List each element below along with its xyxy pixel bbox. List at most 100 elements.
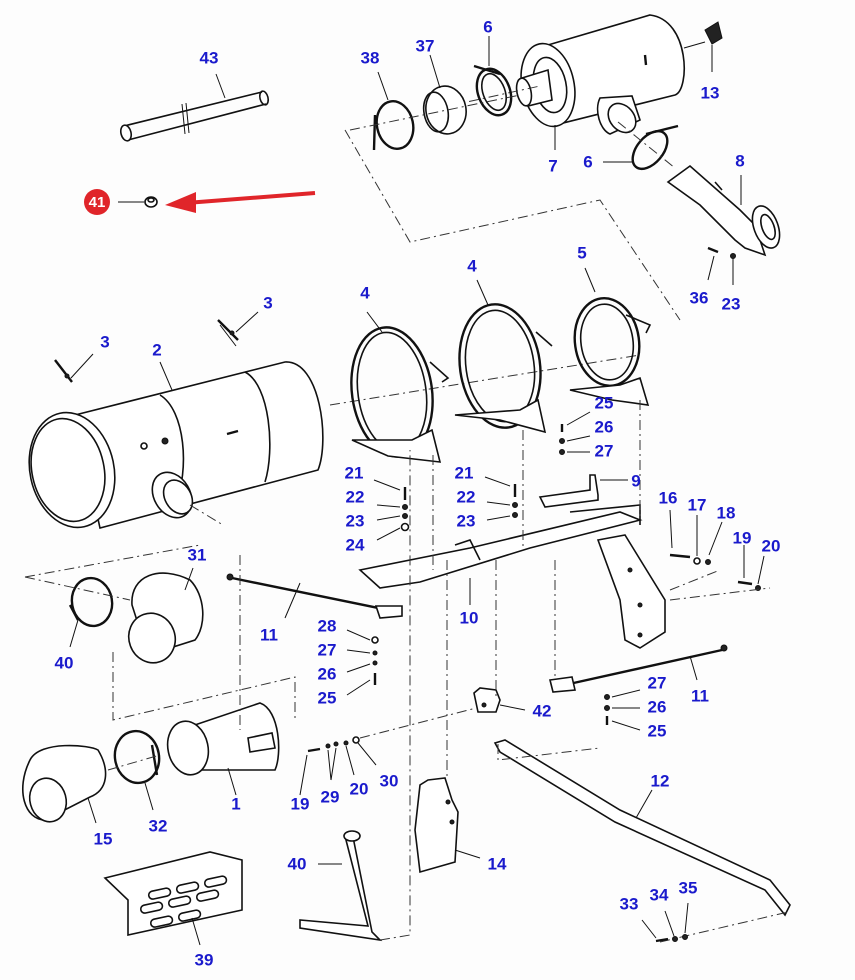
callout-3-right[interactable]: 3	[263, 293, 273, 313]
callout-25-lower[interactable]: 25	[647, 721, 667, 741]
part-36-bolt-23-nut	[707, 246, 736, 285]
part-2-muffler	[28, 324, 641, 529]
callout-42[interactable]: 42	[532, 701, 552, 721]
callout-40-pipe[interactable]: 40	[287, 854, 307, 874]
part-14-bracket	[414, 777, 481, 874]
callout-28[interactable]: 28	[317, 616, 337, 636]
callout-3-left[interactable]: 3	[100, 332, 110, 352]
callout-4-middle[interactable]: 4	[467, 256, 477, 276]
callout-21-middle[interactable]: 21	[454, 463, 474, 483]
part-6-clamp-lower	[603, 121, 679, 171]
callout-40-clamp[interactable]: 40	[54, 653, 74, 673]
callout-27-middle[interactable]: 27	[317, 640, 337, 660]
callout-18[interactable]: 18	[716, 503, 736, 523]
callout-6-upper[interactable]: 6	[483, 17, 493, 37]
hardware-stack-25-28	[346, 629, 379, 696]
part-7-air-cleaner	[429, 14, 685, 150]
callout-37[interactable]: 37	[415, 36, 435, 56]
callout-23-middle[interactable]: 23	[456, 511, 476, 531]
callout-26-upper[interactable]: 26	[594, 417, 614, 437]
callout-8[interactable]: 8	[735, 151, 745, 171]
callout-11-right[interactable]: 11	[691, 686, 709, 706]
callout-38[interactable]: 38	[360, 48, 380, 68]
hardware-stack-25-27	[559, 411, 591, 455]
callout-17[interactable]: 17	[687, 495, 707, 515]
callout-41-highlighted[interactable]: 41	[84, 189, 110, 215]
callout-16[interactable]: 16	[658, 488, 678, 508]
callout-10[interactable]: 10	[459, 608, 479, 628]
callout-24[interactable]: 24	[345, 535, 365, 555]
part-11-rod-left	[226, 573, 403, 619]
callout-12[interactable]: 12	[650, 771, 670, 791]
callout-20-lower[interactable]: 20	[349, 779, 369, 799]
callout-27-lower[interactable]: 27	[647, 673, 667, 693]
part-43-pipe	[119, 73, 270, 142]
highlight-arrow	[165, 191, 316, 213]
part-12-stay	[493, 739, 791, 943]
callout-43[interactable]: 43	[199, 48, 219, 68]
fasteners-19-30	[299, 736, 377, 796]
callout-20-right[interactable]: 20	[761, 536, 781, 556]
hardware-stack-left	[373, 479, 410, 541]
callout-19-right[interactable]: 19	[732, 528, 752, 548]
callout-32[interactable]: 32	[148, 816, 168, 836]
assembly-dashlines-vertical	[239, 400, 641, 780]
part-40-bend-pipe	[299, 450, 411, 942]
callout-35[interactable]: 35	[678, 878, 698, 898]
callout-25-middle[interactable]: 25	[317, 688, 337, 708]
fasteners-16-20	[669, 509, 771, 601]
callout-19-lower[interactable]: 19	[290, 794, 310, 814]
callout-9[interactable]: 9	[631, 471, 641, 491]
callout-25-upper[interactable]: 25	[594, 393, 614, 413]
part-10-frame	[358, 504, 643, 605]
callout-21-left[interactable]: 21	[344, 463, 364, 483]
callout-2[interactable]: 2	[152, 340, 162, 360]
callout-15[interactable]: 15	[93, 829, 113, 849]
part-3-sensor-left	[54, 353, 94, 383]
callout-14[interactable]: 14	[487, 854, 507, 874]
part-13-valve	[683, 21, 723, 72]
callout-1[interactable]: 1	[231, 794, 241, 814]
part-9-bracket	[538, 474, 628, 508]
part-42-block	[359, 687, 526, 739]
part-3-sensor-right	[217, 311, 259, 341]
part-6-clamp-upper	[473, 36, 513, 117]
part-15-elbow	[22, 744, 161, 824]
callout-30[interactable]: 30	[379, 771, 399, 791]
callout-23-elbow[interactable]: 23	[721, 294, 741, 314]
callout-39[interactable]: 39	[194, 950, 214, 970]
callout-27-upper[interactable]: 27	[594, 441, 614, 461]
hardware-stack-25-27-lower	[604, 689, 641, 731]
callout-22-middle[interactable]: 22	[456, 487, 476, 507]
callout-5[interactable]: 5	[577, 243, 587, 263]
support-plate	[596, 534, 666, 649]
callout-7[interactable]: 7	[548, 156, 558, 176]
callout-22-left[interactable]: 22	[345, 487, 365, 507]
part-39-heat-shield	[103, 851, 243, 946]
callout-6-lower[interactable]: 6	[583, 152, 593, 172]
part-38-clamp	[349, 71, 521, 151]
part-40-clamp-upper	[24, 544, 201, 648]
callout-33[interactable]: 33	[619, 894, 639, 914]
callout-34[interactable]: 34	[649, 885, 669, 905]
callout-11-left[interactable]: 11	[260, 625, 278, 645]
part-32-clamp	[113, 729, 161, 811]
part-37-sleeve	[422, 54, 467, 135]
callout-4-left[interactable]: 4	[360, 283, 370, 303]
callout-13[interactable]: 13	[700, 83, 720, 103]
callout-36[interactable]: 36	[689, 288, 709, 308]
callout-26-middle[interactable]: 26	[317, 664, 337, 684]
hardware-stack-middle	[484, 476, 518, 521]
callout-31[interactable]: 31	[187, 545, 207, 565]
part-31-elbow	[127, 567, 204, 664]
part-11-rod-right	[549, 644, 728, 693]
part-5-band-right	[569, 267, 652, 406]
part-4-band-middle	[454, 279, 553, 434]
part-8-elbow	[666, 164, 781, 257]
callout-26-lower[interactable]: 26	[647, 697, 667, 717]
part-41-nut	[118, 196, 158, 208]
callout-29[interactable]: 29	[320, 787, 340, 807]
callout-23-left[interactable]: 23	[345, 511, 365, 531]
